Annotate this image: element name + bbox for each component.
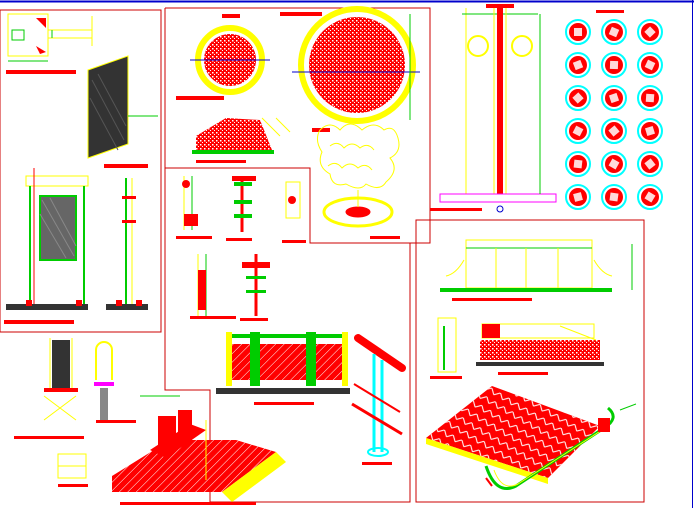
bollard-details <box>14 338 136 487</box>
hatched-board-detail <box>87 55 158 168</box>
vehicle-icon <box>637 85 663 111</box>
restroom-icon <box>565 151 591 177</box>
small-tree-grate-plan <box>176 14 270 100</box>
panel-frames <box>0 7 645 503</box>
balustrade-section <box>190 254 270 321</box>
bird-icon <box>601 85 627 111</box>
signpost-panel-frame <box>0 9 162 333</box>
shower-icon <box>637 151 663 177</box>
no-swimming-icon <box>565 52 591 78</box>
person-icon <box>601 19 627 45</box>
walker-icon <box>601 52 627 78</box>
sign-symbols-title-bar <box>596 10 624 13</box>
signpost-side-elevation <box>106 178 148 310</box>
signpost-elevation <box>4 168 89 324</box>
bench-panel-frame <box>415 219 645 503</box>
wall-sign-detail <box>6 13 93 74</box>
boat-icon <box>637 52 663 78</box>
bench-elevation <box>440 239 633 301</box>
tree-crown-elevation <box>316 123 400 239</box>
railing-post-details <box>176 176 306 243</box>
railing-panel-frame <box>164 167 411 503</box>
stroller-icon <box>637 19 663 45</box>
flagpole-elevation <box>430 4 557 213</box>
cigarette-icon <box>565 19 591 45</box>
tree-pit-section <box>192 117 291 163</box>
planter-section <box>430 317 604 379</box>
pet-icon <box>637 118 663 144</box>
arrow-right-icon <box>565 184 591 210</box>
dot-icon <box>637 184 663 210</box>
large-tree-grate-plan <box>280 6 420 132</box>
sign-symbols-grid <box>565 10 663 210</box>
paving-isometric <box>426 386 637 490</box>
steps-isometric <box>112 395 286 505</box>
handrail-isometric <box>351 334 406 465</box>
ball-icon <box>565 85 591 111</box>
monitor-icon <box>601 118 627 144</box>
cup-icon <box>565 118 591 144</box>
phone-icon <box>601 151 627 177</box>
railing-elevation <box>216 332 350 405</box>
bag-icon <box>601 184 627 210</box>
